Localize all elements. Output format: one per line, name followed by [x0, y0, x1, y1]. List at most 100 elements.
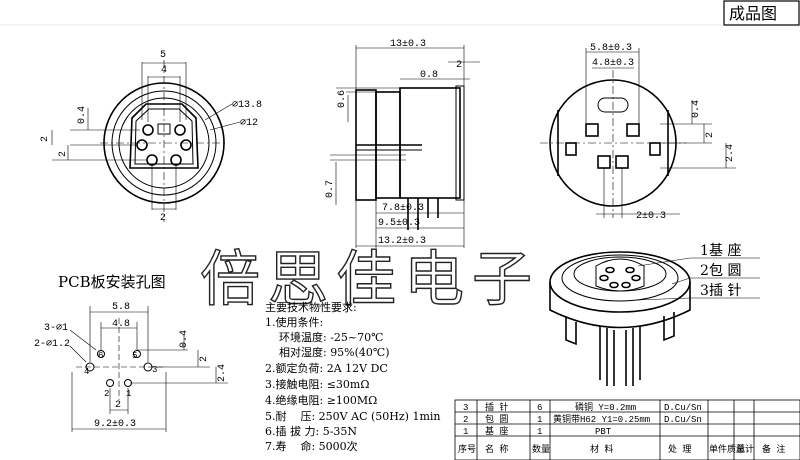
bom-cell: 包 圆: [485, 413, 508, 425]
spec-line: 1.使用条件:: [265, 315, 323, 329]
bom-cell: 2: [463, 415, 468, 425]
pin-hole-3: [180, 139, 192, 151]
badge-label: 成品图: [729, 4, 777, 23]
leader-3: [635, 297, 691, 301]
leader: [69, 345, 87, 363]
persp-ring-2: [561, 254, 679, 302]
mini-din-inner: [134, 108, 194, 165]
rear-view: 5.8±0.3 4.8±0.3 0.4 2 2.4 2±0.3: [540, 43, 736, 222]
dim-2b-rear: 2±0.3: [636, 211, 666, 222]
spec-line: 相对湿度: 95%(40℃): [265, 345, 390, 359]
spec-line: 7.寿 命: 5000次: [265, 439, 358, 453]
bom-cell: 插 针: [485, 401, 508, 413]
leader: [69, 329, 97, 351]
spec-list: 主要技术物性要求: 1.使用条件: 环境温度: -25~70℃ 相对湿度: 95…: [265, 300, 440, 453]
dim-2a-front: 2: [40, 136, 51, 142]
persp-hole: [625, 266, 635, 274]
dim-04-rear: 0.4: [691, 100, 702, 118]
pcb-hole-2-label: 2-⌀1.2: [34, 339, 70, 350]
badge-frame: [723, 0, 800, 26]
side-body: [399, 87, 461, 199]
pcb-hole-pattern: PCB板安装孔图 6 5 4 3 2 1 5.8 4.8 3-⌀1 2-⌀1.2…: [34, 273, 228, 432]
leader: [204, 103, 233, 121]
pcb-hole-2: [106, 379, 114, 387]
dim-5: 5: [160, 50, 166, 61]
dim-48-rear: 4.8±0.3: [592, 58, 634, 69]
persp-shell-wall: [549, 282, 691, 329]
rear-pad-6: [585, 123, 599, 137]
spec-heading: 主要技术物性要求:: [265, 300, 357, 314]
pin-hole-5: [174, 124, 186, 136]
pcb-hole-6: [97, 350, 105, 358]
bom-header: 名 称: [485, 443, 508, 455]
spec-line: 环境温度: -25~70℃: [265, 330, 383, 344]
leader-1: [637, 257, 691, 267]
callout-1-text: 基 座: [709, 242, 741, 259]
pcb-dim-48: 4.8: [112, 319, 130, 330]
dim-4: 4: [161, 65, 167, 76]
bom-header: 单件质量: [709, 443, 745, 455]
pcb-title: PCB板安装孔图: [58, 273, 166, 291]
dim-24-rear: 2.4: [725, 144, 736, 162]
pcb-dim-2: 2: [199, 356, 210, 362]
bom-cell: 黄铜带H62 Y1=0.25mm: [553, 413, 650, 425]
callout-3-text: 插 针: [709, 283, 741, 299]
pcb-dim-2b: 2: [115, 400, 121, 411]
dim-06: 0.6: [337, 90, 348, 108]
side-view: 13±0.3 2 0.8 0.6 0.7 7.8±0.3 9.5±0.3 13.…: [325, 39, 480, 248]
bom-header: 处 理: [668, 443, 691, 455]
bom-cell: 3: [463, 403, 468, 413]
bom-cell: D.Cu/Sn: [664, 403, 702, 413]
pcb-dim-92: 9.2±0.3: [94, 419, 136, 430]
dim-04-front: 0.4: [77, 106, 88, 124]
persp-leg: [565, 316, 577, 346]
persp-socket-face: [595, 258, 645, 292]
dia-12: ⌀12: [240, 118, 258, 129]
bom-frame: [454, 399, 800, 460]
dim-08: 0.8: [420, 70, 438, 81]
bom-cell: D.Cu/Sn: [664, 415, 702, 425]
pcb-dim-58: 5.8: [112, 302, 130, 313]
callout-2-num: 2: [700, 263, 709, 279]
callout-3-num: 3: [700, 283, 709, 299]
bom-cell: 6: [537, 403, 542, 413]
dim-2-rear: 2: [705, 132, 716, 138]
pcb-pin-5: 5: [132, 351, 137, 361]
persp-ring-3: [573, 256, 667, 292]
bom-header: 序号: [458, 443, 476, 455]
bom-header: 总计: [736, 443, 754, 455]
spec-line: 6.插 拔 力: 5-35N: [265, 424, 357, 438]
spec-line: 4.绝缘电阻: ≥100MΩ: [265, 393, 377, 407]
persp-leg: [663, 312, 675, 342]
dim-58-rear: 5.8±0.3: [590, 43, 632, 54]
pcb-hole-3-label: 3-⌀1: [44, 323, 68, 334]
spec-line: 5.耐 压: 250V AC (50Hz) 1min: [265, 410, 440, 423]
callout-2-text: 包 圆: [709, 263, 741, 279]
spec-line: 2.额定负荷: 2A 12V DC: [265, 361, 388, 375]
side-rear-plate: [455, 85, 465, 201]
rear-pad-3: [649, 142, 661, 156]
spec-line: 3.接触电阻: ≤30mΩ: [265, 377, 369, 391]
pcb-pin-3: 3: [152, 365, 157, 375]
dia-138: ⌀13.8: [232, 100, 262, 111]
pcb-hole-5: [133, 350, 141, 358]
bom-cell: 1: [463, 427, 468, 437]
persp-hole: [609, 281, 619, 289]
mini-din-shell: [129, 103, 199, 169]
dim-78: 7.8±0.3: [382, 203, 424, 214]
dim-132: 13.2±0.3: [378, 236, 426, 247]
rear-pad-4: [565, 142, 577, 156]
rear-pad-2: [597, 155, 611, 169]
persp-hole: [599, 274, 609, 282]
front-view: 5 4 0.4 2 2 2 ⌀13.8 ⌀12: [40, 50, 262, 224]
pin-hole-6: [142, 124, 154, 136]
bom-cell: PBT: [595, 427, 612, 437]
rear-pad-5: [626, 123, 640, 137]
pcb-pin-1: 1: [126, 389, 131, 399]
dim-2-front-bottom: 2: [160, 213, 166, 224]
dim-07: 0.7: [325, 180, 336, 198]
leader: [209, 121, 241, 131]
bom-header: 备 注: [762, 443, 785, 455]
dim-95: 9.5±0.3: [378, 218, 420, 229]
